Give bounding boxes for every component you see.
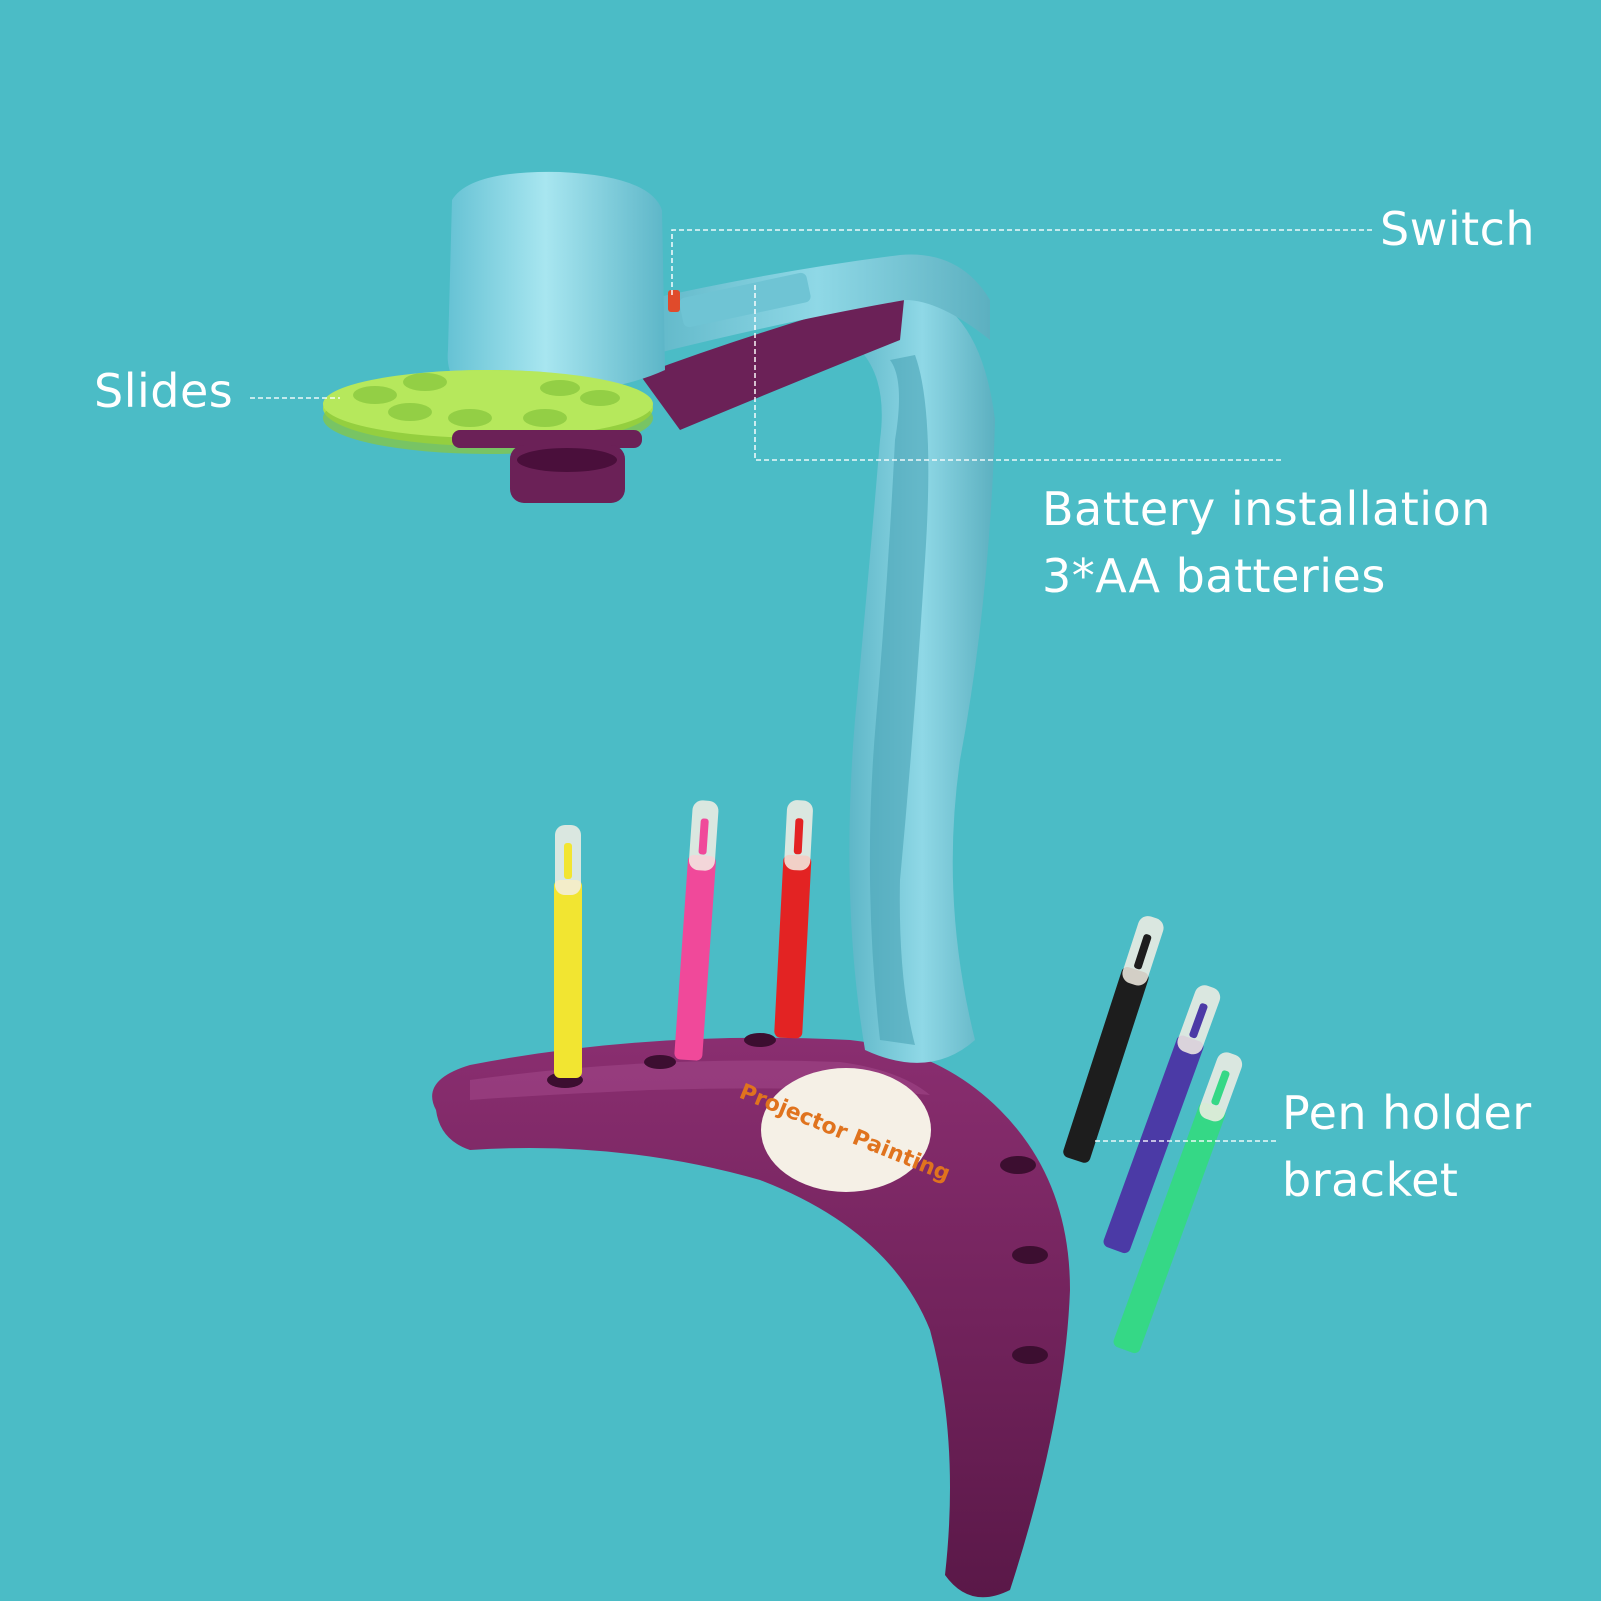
pens <box>554 800 1243 1354</box>
callout-pen-holder: Pen holder bracket <box>1282 1080 1532 1213</box>
switch-button <box>668 290 680 312</box>
purple-marker-icon <box>1103 985 1221 1254</box>
head-top-arm <box>645 254 990 355</box>
slide-holes <box>353 373 620 427</box>
battery-cover <box>679 272 811 328</box>
callout-battery-line1: Battery installation <box>1042 482 1491 536</box>
head-neck <box>640 290 905 430</box>
callout-pen-holder-line2: bracket <box>1282 1152 1459 1207</box>
base-highlight <box>470 1060 930 1100</box>
callout-switch: Switch <box>1380 196 1535 263</box>
green-marker-icon <box>1113 1052 1243 1354</box>
black-marker-icon <box>1063 916 1164 1163</box>
leader-switch <box>671 229 1372 295</box>
logo-sticker <box>761 1068 931 1192</box>
callout-battery-line2: 3*AA batteries <box>1042 548 1386 603</box>
callout-leaders <box>250 229 1372 1142</box>
callout-switch-text: Switch <box>1380 202 1536 256</box>
base <box>432 1037 1070 1598</box>
red-marker-icon <box>774 800 813 1039</box>
callout-slides: Slides <box>94 358 233 425</box>
lens-mount <box>452 430 642 448</box>
callout-pen-holder-line1: Pen holder <box>1282 1086 1532 1140</box>
callout-battery: Battery installation 3*AA batteries <box>1042 476 1491 609</box>
pink-marker-icon <box>674 800 719 1061</box>
leader-battery <box>754 285 1283 461</box>
projector-head <box>447 171 665 396</box>
yellow-marker-icon <box>554 825 582 1078</box>
arm-groove <box>869 355 929 1045</box>
callout-slides-text: Slides <box>94 364 234 418</box>
lens <box>517 448 617 472</box>
